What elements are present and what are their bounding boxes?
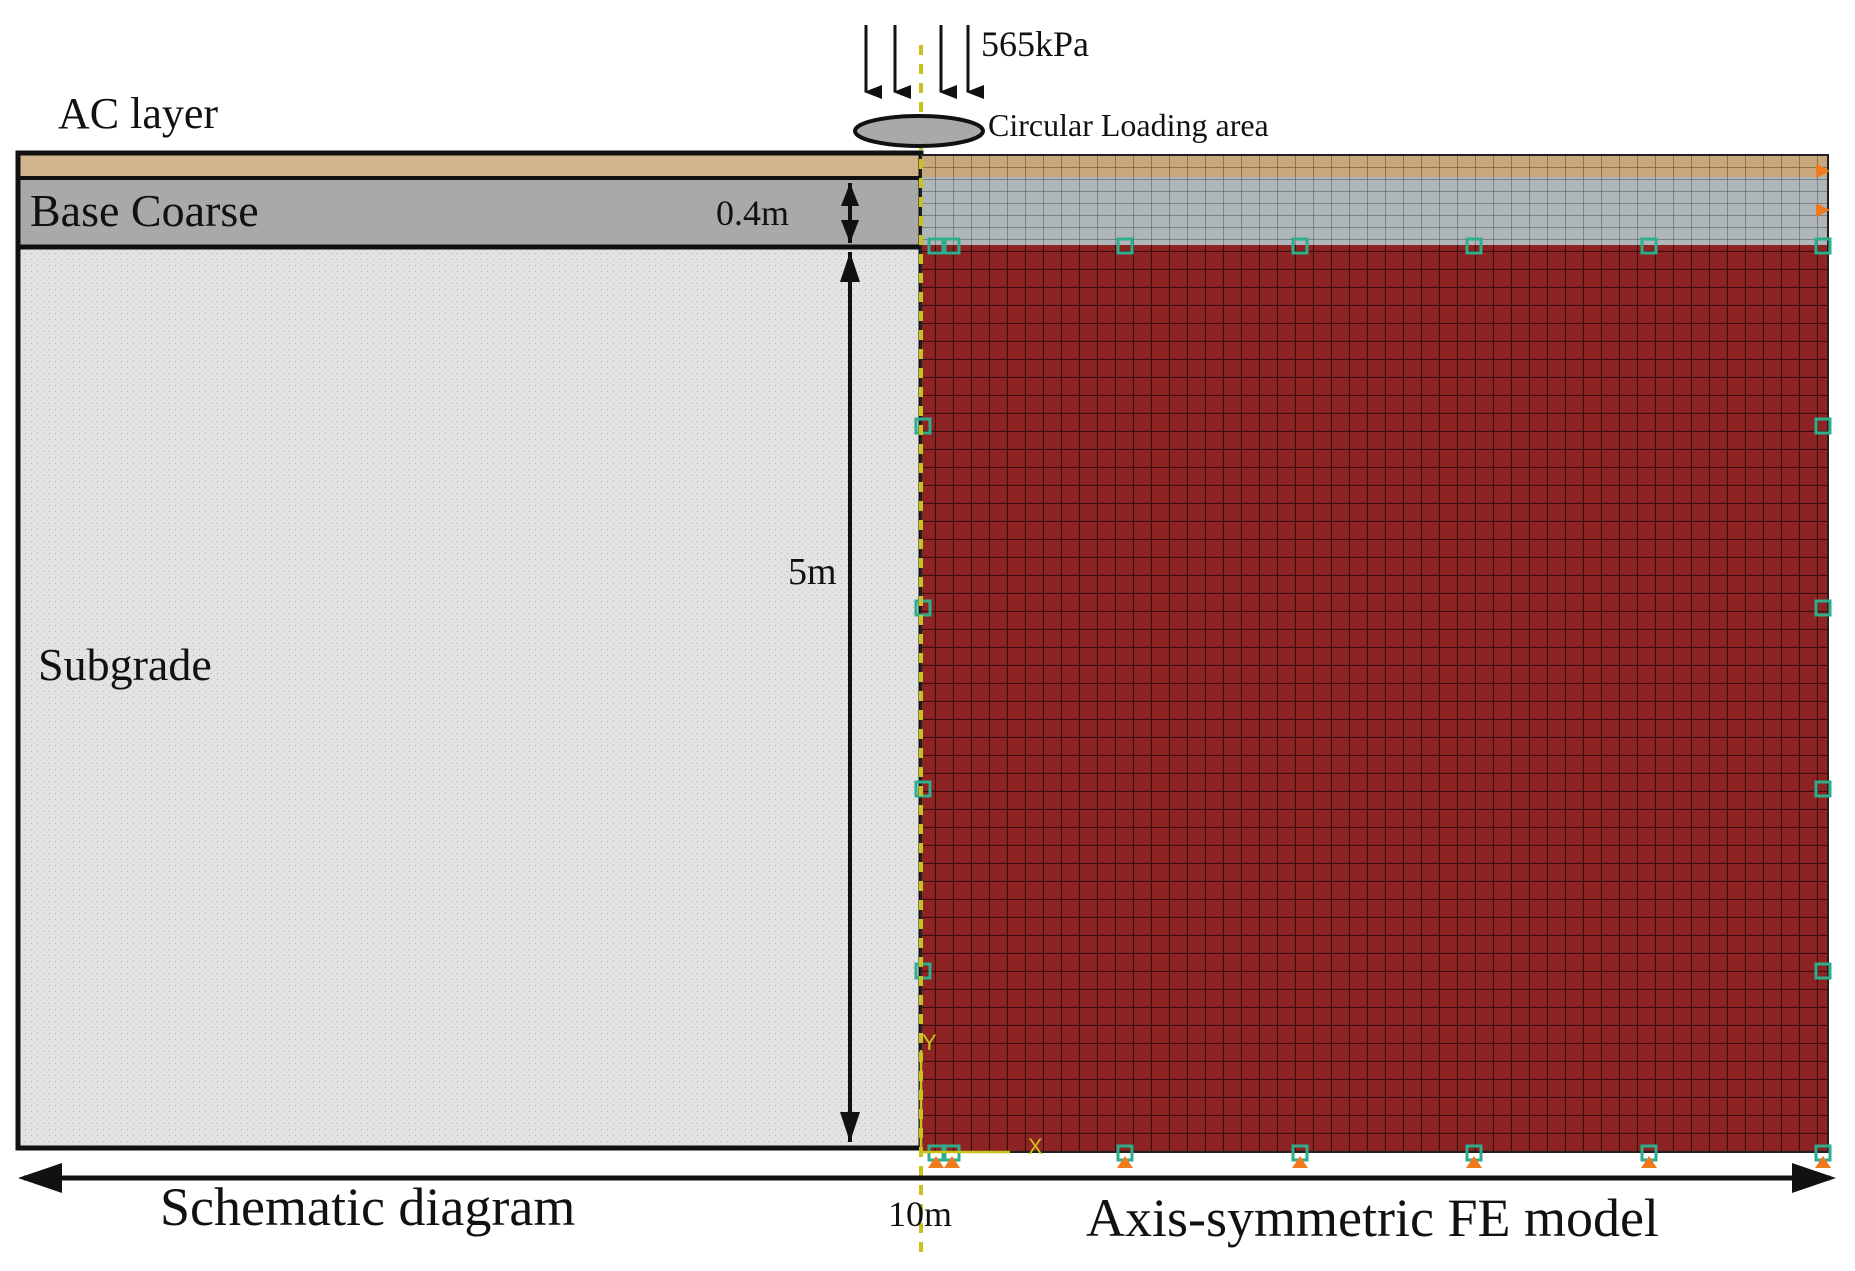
fe-ac-mesh [921, 155, 1828, 177]
fe-model-caption: Axis-symmetric FE model [1086, 1188, 1659, 1248]
square-boundary-icon [1814, 780, 1832, 798]
triangle-support-icon [1466, 1156, 1482, 1168]
square-boundary-icon [1814, 962, 1832, 980]
base-thickness-label: 0.4m [716, 193, 789, 233]
fe-base-mesh [921, 177, 1828, 245]
triangle-support-icon [928, 1156, 944, 1168]
square-boundary-icon [1640, 237, 1658, 255]
triangle-support-icon [1292, 1156, 1308, 1168]
fe-subgrade-mesh [921, 245, 1828, 1152]
fe-model [914, 154, 1832, 1168]
axis-x-label: X [1028, 1134, 1043, 1159]
square-boundary-icon [1814, 599, 1832, 617]
square-boundary-icon [1465, 237, 1483, 255]
square-boundary-icon [1116, 237, 1134, 255]
square-boundary-icon [927, 237, 945, 255]
square-boundary-icon [943, 237, 961, 255]
loading-area-label: Circular Loading area [988, 107, 1269, 143]
triangle-support-icon [1117, 1156, 1133, 1168]
schematic-diagram [15, 150, 924, 1151]
base-coarse-label: Base Coarse [30, 185, 259, 236]
base-layer [18, 180, 921, 246]
schematic-caption: Schematic diagram [160, 1177, 575, 1237]
triangle-support-icon [944, 1156, 960, 1168]
square-boundary-icon [1814, 417, 1832, 435]
pin-supports [928, 1156, 1831, 1168]
width-dimension [18, 1163, 1836, 1193]
ac-layer-label: AC layer [58, 89, 218, 138]
square-boundary-icon [1814, 237, 1832, 255]
triangle-support-icon [1641, 1156, 1657, 1168]
subgrade-depth-dimension [840, 252, 860, 1142]
subgrade-label: Subgrade [38, 639, 212, 690]
ac-layer [18, 155, 921, 180]
load-marker-icon [1816, 164, 1830, 178]
width-label: 10m [888, 1194, 952, 1234]
axis-y-label: Y [922, 1030, 937, 1055]
square-boundary-icon [1291, 237, 1309, 255]
triangle-support-icon [1815, 1156, 1831, 1168]
base-thickness-dimension [841, 183, 859, 243]
down-arrow-icon [864, 25, 984, 99]
loading [853, 25, 985, 148]
subgrade-layer [18, 246, 921, 1148]
circular-loading-area [853, 114, 985, 148]
load-marker-icon [1816, 203, 1830, 217]
pressure-label: 565kPa [981, 24, 1089, 64]
subgrade-depth-label: 5m [788, 551, 837, 593]
